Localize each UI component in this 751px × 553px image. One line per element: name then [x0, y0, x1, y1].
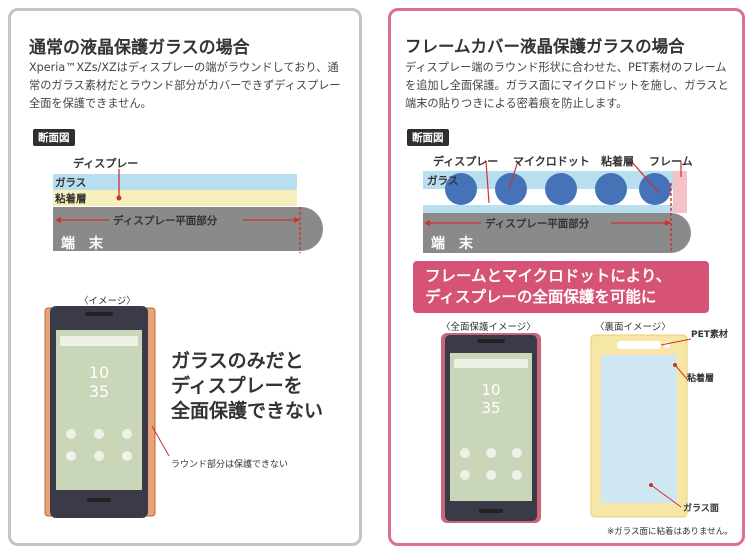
left-adhesive-layer: [53, 190, 297, 206]
right-phone-illustration: 10 35: [441, 333, 541, 523]
right-footnote: ※ガラス面に粘着はありません。: [607, 527, 733, 537]
right-panel: フレームカバー液晶保護ガラスの場合 ディスプレー端のラウンド形状に合わせた、PE…: [388, 8, 745, 546]
left-phone-hour: 10: [89, 363, 109, 382]
right-adhesive-callout: 粘着層: [687, 374, 715, 384]
right-title: フレームカバー液晶保護ガラスの場合: [405, 37, 685, 56]
right-terminal-label: 端 末: [431, 236, 473, 252]
right-back-illustration: [590, 334, 692, 518]
left-phone-illustration: 10 35: [44, 306, 170, 518]
left-terminal-label: 端 末: [61, 236, 103, 252]
right-display-label: ディスプレー: [433, 155, 499, 168]
right-frame: [673, 171, 687, 213]
right-phone-min: 35: [481, 399, 500, 417]
microdot: [495, 173, 527, 205]
left-display-label: ディスプレー: [73, 157, 139, 170]
left-glass-layer: [53, 174, 297, 190]
right-adhesive-label: 粘着層: [601, 155, 634, 168]
left-section-tag: 断面図: [33, 129, 75, 146]
left-description: Xperia™XZs/XZはディスプレーの端がラウンドしており、通常のガラス素材…: [29, 61, 341, 110]
left-glass-label: ガラス: [55, 177, 87, 189]
right-flat-label: ディスプレー平面部分: [485, 218, 590, 230]
left-flat-label: ディスプレー平面部分: [113, 215, 218, 227]
right-frame-label: フレーム: [649, 155, 693, 168]
right-description: ディスプレー端のラウンド形状に合わせた、PET素材のフレームを追加し全面保護。ガ…: [405, 61, 729, 110]
left-round-note: ラウンド部分は保護できない: [171, 460, 289, 470]
microdot: [595, 173, 627, 205]
right-phone-hour: 10: [481, 381, 500, 399]
left-title: 通常の液晶保護ガラスの場合: [29, 38, 250, 58]
left-adhesive-label: 粘着層: [55, 193, 87, 205]
right-glass-label: ガラス: [427, 175, 459, 187]
right-full-caption: 〈全面保護イメージ〉: [441, 322, 536, 333]
microdot: [445, 173, 477, 205]
left-phone-min: 35: [89, 382, 109, 401]
right-section-tag: 断面図: [407, 129, 449, 146]
right-cross-section-diagram: [423, 160, 691, 253]
right-pet-label: PET素材: [691, 330, 728, 340]
left-terminal-body: [53, 207, 323, 251]
right-pink-banner: フレームとマイクロドットにより、 ディスプレーの全面保護を可能に: [413, 261, 709, 313]
right-glass-face-label: ガラス面: [683, 504, 719, 514]
left-panel: 通常の液晶保護ガラスの場合 Xperia™XZs/XZはディスプレーの端がラウン…: [8, 8, 362, 546]
right-back-caption: 〈裏面イメージ〉: [595, 322, 671, 333]
right-microdot-label: マイクロドット: [513, 155, 590, 168]
left-image-caption: 〈イメージ〉: [79, 296, 136, 307]
left-cross-section-diagram: [53, 169, 323, 253]
left-big-message: ガラスのみだと ディスプレーを 全面保護できない: [171, 350, 324, 422]
microdot: [545, 173, 577, 205]
